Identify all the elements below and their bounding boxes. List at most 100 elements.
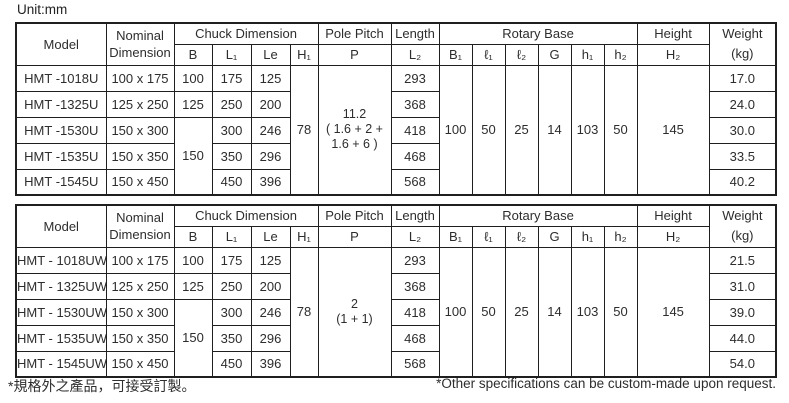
cell-model: HMT - 1530UW: [15, 298, 107, 326]
table-row: HMT - 1535UW 150 x 350 350 296 468 44.0: [15, 324, 777, 352]
cell-b-merged: 150: [173, 298, 213, 378]
header-rotary-base: Rotary Base: [438, 204, 638, 227]
header-sub-el1: ℓ₁: [471, 225, 506, 248]
cell-model: HMT -1325U: [15, 90, 107, 118]
cell-g-merged: 14: [537, 64, 572, 196]
cell-l1: 450: [211, 168, 252, 196]
cell-pole-pitch-merged: 11.2 ( 1.6 + 2 + 1.6 + 6 ): [317, 64, 392, 196]
header-sub-g: G: [537, 43, 572, 66]
cell-length: 293: [390, 64, 440, 92]
header-sub-h1: H₁: [289, 225, 319, 248]
cell-length: 418: [390, 298, 440, 326]
header-height: Height: [636, 204, 710, 227]
unit-label: Unit:mm: [17, 2, 68, 17]
table-row: HMT - 1018UW 100 x 175 100 175 125 78 2 …: [15, 246, 777, 378]
header-weight: Weight (kg): [708, 204, 777, 248]
cell-h2small-merged: 50: [603, 246, 638, 378]
pole-pitch-line2: (1 + 1): [336, 311, 373, 326]
cell-el2-merged: 25: [504, 246, 539, 378]
header-sub-h2-small: h₂: [603, 225, 638, 248]
cell-weight: 30.0: [708, 116, 777, 144]
cell-weight: 40.2: [708, 168, 777, 196]
cell-le: 125: [250, 64, 291, 92]
header-sub-el2: ℓ₂: [504, 43, 539, 66]
header-sub-b1: B₁: [438, 43, 473, 66]
cell-g-merged: 14: [537, 246, 572, 378]
cell-l1: 300: [211, 116, 252, 144]
cell-l1: 350: [211, 324, 252, 352]
cell-b: 100: [173, 246, 213, 274]
header-sub-l1: L₁: [211, 43, 252, 66]
cell-h2-merged: 145: [636, 246, 710, 378]
cell-model: HMT -1018U: [15, 64, 107, 92]
header-weight: Weight (kg): [708, 22, 777, 66]
header-length: Length: [390, 204, 440, 227]
header-sub-b1: B₁: [438, 225, 473, 248]
cell-l1: 300: [211, 298, 252, 326]
cell-l1: 250: [211, 90, 252, 118]
cell-nominal: 150 x 350: [105, 142, 175, 170]
cell-h2-merged: 145: [636, 64, 710, 196]
header-sub-g: G: [537, 225, 572, 248]
footnote-chinese: *規格外之產品，可接受訂製。: [8, 378, 196, 394]
header-row-groups: Model Nominal Dimension Chuck Dimension …: [15, 22, 777, 66]
header-model: Model: [15, 22, 107, 66]
cell-b-merged: 150: [173, 116, 213, 196]
header-sub-el2: ℓ₂: [504, 225, 539, 248]
cell-le: 200: [250, 90, 291, 118]
header-pole-pitch: Pole Pitch: [317, 22, 392, 45]
table-row: HMT - 1325UW 125 x 250 125 250 200 368 3…: [15, 272, 777, 300]
cell-weight: 31.0: [708, 272, 777, 300]
cell-le: 125: [250, 246, 291, 274]
cell-le: 246: [250, 298, 291, 326]
cell-model: HMT - 1545UW: [15, 350, 107, 378]
cell-weight: 21.5: [708, 246, 777, 274]
cell-weight: 33.5: [708, 142, 777, 170]
header-sub-le: Le: [250, 225, 291, 248]
table-row: HMT -1325U 125 x 250 125 250 200 368 24.…: [15, 90, 777, 118]
cell-l1: 350: [211, 142, 252, 170]
cell-length: 468: [390, 142, 440, 170]
cell-nominal: 150 x 450: [105, 350, 175, 378]
cell-l1: 175: [211, 64, 252, 92]
pole-pitch-line3: 1.6 + 6 ): [331, 137, 378, 152]
header-sub-h1-small: h₁: [570, 43, 605, 66]
cell-h1-merged: 78: [289, 246, 319, 378]
header-sub-h2: H₂: [636, 43, 710, 66]
cell-h1small-merged: 103: [570, 246, 605, 378]
table-row: HMT -1545U 150 x 450 450 396 568 40.2: [15, 168, 777, 196]
cell-h1-merged: 78: [289, 64, 319, 196]
cell-b: 100: [173, 64, 213, 92]
header-sub-l2: L₂: [390, 225, 440, 248]
cell-nominal: 150 x 300: [105, 116, 175, 144]
cell-h1small-merged: 103: [570, 64, 605, 196]
cell-weight: 44.0: [708, 324, 777, 352]
header-row-symbols: B L₁ Le H₁ P L₂ B₁ ℓ₁ ℓ₂ G h₁ h₂ H₂: [16, 225, 776, 248]
cell-nominal: 125 x 250: [105, 272, 175, 300]
header-sub-l1: L₁: [211, 225, 252, 248]
header-nominal-line2: Dimension: [109, 227, 171, 243]
cell-model: HMT -1530U: [15, 116, 107, 144]
cell-b: 125: [173, 90, 213, 118]
header-length: Length: [390, 22, 440, 45]
cell-l1: 450: [211, 350, 252, 378]
header-rotary-base: Rotary Base: [438, 22, 638, 45]
spec-table-uw: Model Nominal Dimension Chuck Dimension …: [15, 204, 778, 378]
cell-h2small-merged: 50: [603, 64, 638, 196]
header-nominal-line2: Dimension: [109, 45, 171, 61]
header-sub-b: B: [173, 43, 213, 66]
header-chuck-dimension: Chuck Dimension: [173, 22, 319, 45]
header-row-groups: Model Nominal Dimension Chuck Dimension …: [15, 204, 777, 248]
footnotes: *規格外之產品，可接受訂製。 *Other specifications can…: [8, 376, 776, 396]
header-sub-h2-small: h₂: [603, 43, 638, 66]
header-nominal-line1: Nominal: [116, 28, 164, 44]
cell-el1-merged: 50: [471, 246, 506, 378]
header-nominal-line1: Nominal: [116, 210, 164, 226]
pole-pitch-line1: 2: [351, 296, 358, 311]
header-model: Model: [15, 204, 107, 248]
footnote-english: *Other specifications can be custom-made…: [436, 376, 776, 391]
cell-b1-merged: 100: [438, 64, 473, 196]
header-sub-b: B: [173, 225, 213, 248]
cell-nominal: 150 x 450: [105, 168, 175, 196]
